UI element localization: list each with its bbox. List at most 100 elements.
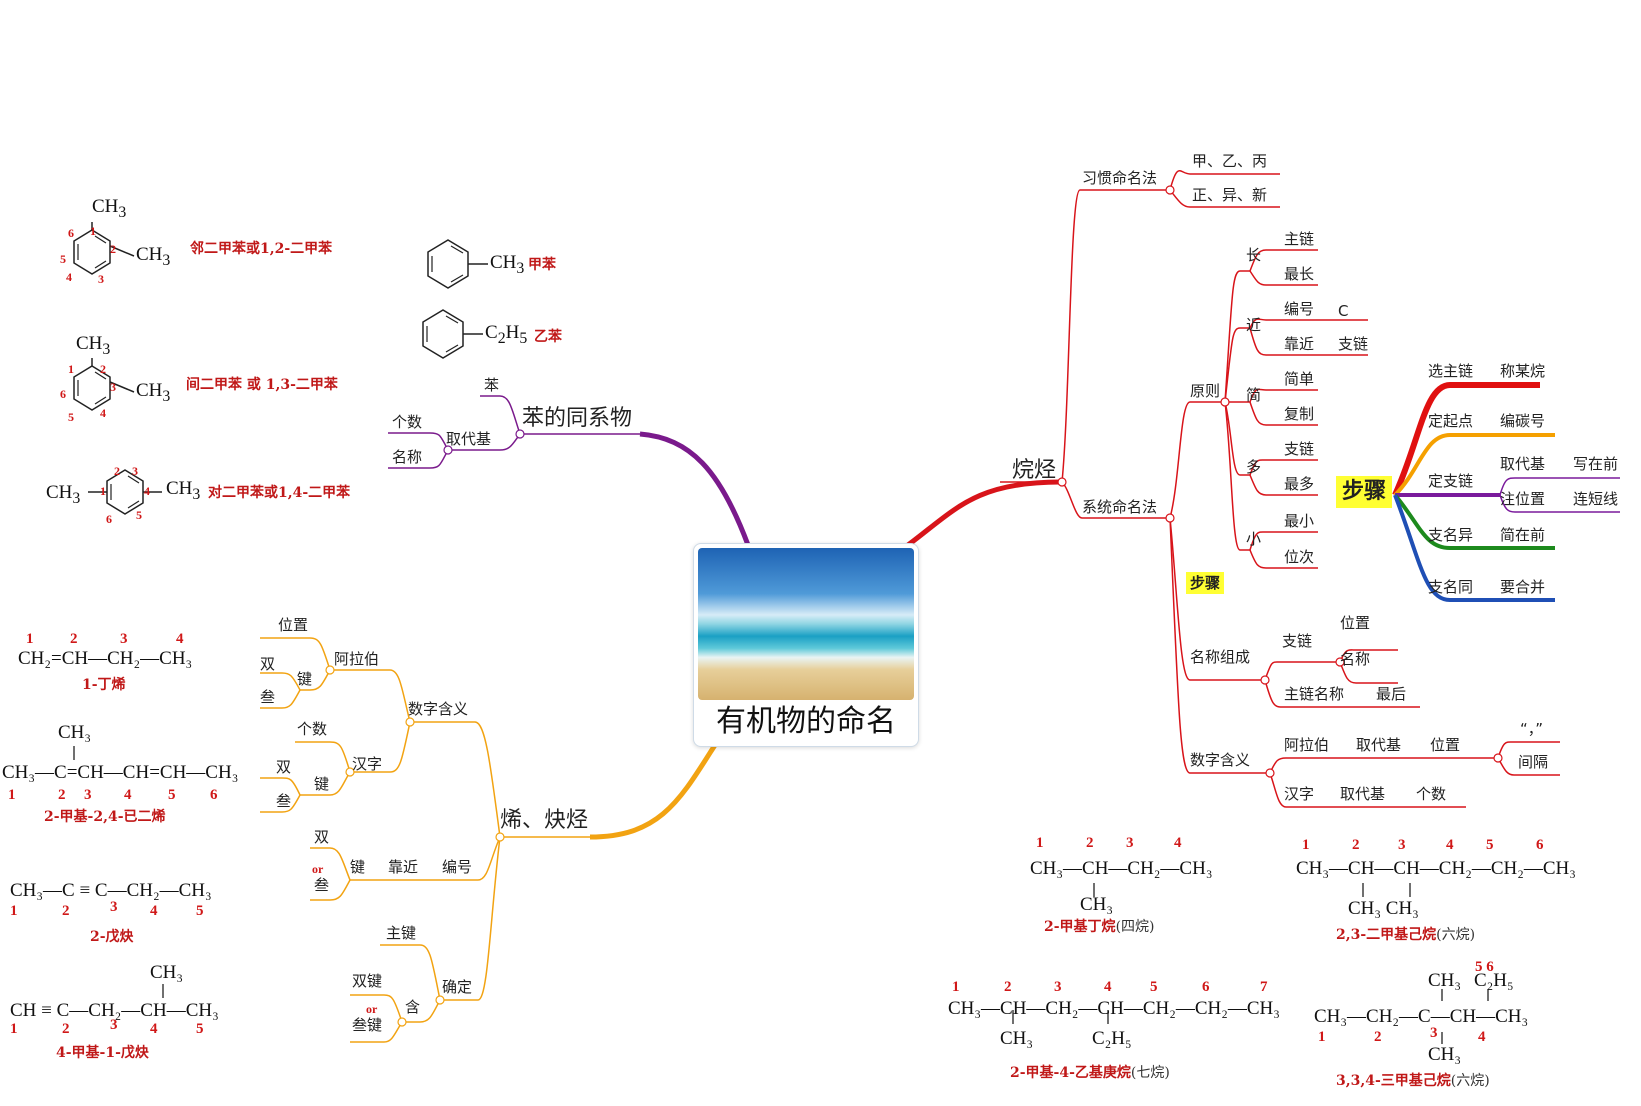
num: 4 <box>1104 979 1112 995</box>
node-chinese[interactable]: 汉字 <box>1284 785 1315 803</box>
node-num-or[interactable]: or <box>312 862 324 876</box>
node-most[interactable]: 最多 <box>1284 475 1315 493</box>
chem-ch3: CH3 <box>490 252 525 277</box>
node-alkene[interactable]: 烯、炔烃 <box>500 808 589 833</box>
step-1-a[interactable]: 选主链 <box>1428 362 1474 380</box>
caption-toluene: 甲苯 <box>528 257 556 273</box>
node-or[interactable]: or <box>366 1002 378 1016</box>
num: 1 <box>1318 1029 1326 1045</box>
node-smallest[interactable]: 最小 <box>1284 512 1315 530</box>
node-position[interactable]: 位次 <box>1284 548 1315 566</box>
step-5-b[interactable]: 要合并 <box>1500 578 1546 596</box>
node-num-label[interactable]: 编号 <box>442 858 473 876</box>
node-longest[interactable]: 最长 <box>1284 265 1315 283</box>
node-comp-name[interactable]: 名称 <box>1340 650 1371 668</box>
node-alkene-bond-1[interactable]: 键 <box>297 670 313 688</box>
node-interval[interactable]: 间隔 <box>1518 753 1549 771</box>
node-substituent[interactable]: 取代基 <box>446 430 492 448</box>
caption-butene: 1-丁烯 <box>82 677 126 693</box>
node-main-chain[interactable]: 主链 <box>1284 230 1315 248</box>
step-2-b[interactable]: 编碳号 <box>1500 412 1546 430</box>
node-triple-bond[interactable]: 叁键 <box>352 1016 383 1034</box>
node-alkene-triple-1[interactable]: 叁 <box>260 688 276 706</box>
node-benzene-homologs[interactable]: 苯的同系物 <box>522 406 633 431</box>
node-arabic[interactable]: 阿拉伯 <box>1284 736 1330 754</box>
node-group-small[interactable]: 小 <box>1246 530 1262 548</box>
num: 4 <box>176 631 184 647</box>
node-count[interactable]: 个数 <box>392 413 423 431</box>
node-contain[interactable]: 含 <box>405 998 421 1016</box>
node-alkene-triple-2[interactable]: 叁 <box>276 792 292 810</box>
caption-ethylbenzene: 乙苯 <box>534 329 562 345</box>
node-habit-item-2[interactable]: 正、异、新 <box>1192 186 1268 204</box>
node-num-triple[interactable]: 叁 <box>314 876 330 894</box>
step-3-sub-2-b[interactable]: 连短线 <box>1573 490 1619 508</box>
badge-steps-small[interactable]: 步骤 <box>1186 572 1225 594</box>
node-branch[interactable]: 支链 <box>1338 335 1369 353</box>
node-num-key[interactable]: 键 <box>350 858 366 876</box>
step-2-a[interactable]: 定起点 <box>1428 412 1474 430</box>
num: 6 <box>1202 979 1210 995</box>
num: 1 <box>1036 835 1044 851</box>
step-4-b[interactable]: 简在前 <box>1500 526 1546 544</box>
node-alkene-chinese[interactable]: 汉字 <box>352 755 383 773</box>
node-comp-main[interactable]: 主链名称 <box>1284 685 1345 703</box>
node-arabic-sub[interactable]: 取代基 <box>1356 736 1402 754</box>
node-group-near[interactable]: 近 <box>1246 316 1262 334</box>
formula-bottom-2: C₂H₅ <box>1092 1028 1132 1049</box>
node-habit-naming[interactable]: 习惯命名法 <box>1082 169 1158 187</box>
node-branch-2[interactable]: 支链 <box>1284 440 1315 458</box>
node-alkene-double-2[interactable]: 双 <box>276 758 292 776</box>
formula-pentyne: CH₃—C ≡ C—CH₂—CH₃ <box>10 880 212 901</box>
node-comp-last[interactable]: 最后 <box>1376 685 1407 703</box>
node-benzene[interactable]: 苯 <box>484 376 500 394</box>
step-1-b[interactable]: 称某烷 <box>1500 362 1546 380</box>
node-alkene-count[interactable]: 个数 <box>297 720 328 738</box>
node-double-bond[interactable]: 双键 <box>352 972 383 990</box>
node-group-simple[interactable]: 简 <box>1246 386 1262 404</box>
num: 5 <box>168 787 176 803</box>
step-3-sub-1-b[interactable]: 写在前 <box>1573 455 1619 473</box>
node-chinese-sub[interactable]: 取代基 <box>1340 785 1386 803</box>
node-near[interactable]: 靠近 <box>1284 335 1315 353</box>
node-alkene-arabic[interactable]: 阿拉伯 <box>334 650 380 668</box>
step-5-a[interactable]: 支名同 <box>1428 578 1474 596</box>
node-simple[interactable]: 简单 <box>1284 370 1315 388</box>
step-4-a[interactable]: 支名异 <box>1428 526 1474 544</box>
num: 2 <box>1004 979 1012 995</box>
node-c[interactable]: C <box>1338 302 1349 320</box>
node-complex[interactable]: 复制 <box>1284 405 1315 423</box>
step-3-a[interactable]: 定支链 <box>1428 472 1474 490</box>
step-3-sub-2-a[interactable]: 注位置 <box>1500 490 1546 508</box>
node-num-near[interactable]: 靠近 <box>388 858 419 876</box>
node-num-double[interactable]: 双 <box>314 828 330 846</box>
node-steps[interactable]: 步骤 <box>1336 476 1393 508</box>
num: 3 <box>110 1017 118 1033</box>
node-main-bond[interactable]: 主键 <box>386 924 417 942</box>
node-habit-item-1[interactable]: 甲、乙、丙 <box>1192 152 1268 170</box>
node-alkene-bond-2[interactable]: 键 <box>314 775 330 793</box>
node-alkene-number-meaning[interactable]: 数字含义 <box>408 700 469 718</box>
node-comp-position[interactable]: 位置 <box>1340 614 1371 632</box>
node-group-long[interactable]: 长 <box>1246 246 1262 264</box>
node-system-naming[interactable]: 系统命名法 <box>1082 498 1158 516</box>
node-alkane[interactable]: 烷烃 <box>1012 458 1057 483</box>
node-numbering[interactable]: 编号 <box>1284 300 1315 318</box>
node-alkene-double-1[interactable]: 双 <box>260 655 276 673</box>
node-comma[interactable]: “，” <box>1520 720 1544 738</box>
node-composition[interactable]: 名称组成 <box>1190 648 1251 666</box>
node-group-many[interactable]: 多 <box>1246 458 1262 476</box>
caption-pentyne: 2-戊炔 <box>90 929 134 945</box>
node-comp-branch[interactable]: 支链 <box>1282 632 1313 650</box>
node-arabic-pos[interactable]: 位置 <box>1430 736 1461 754</box>
step-3-sub-1-a[interactable]: 取代基 <box>1500 455 1546 473</box>
node-number-meaning[interactable]: 数字含义 <box>1190 751 1251 769</box>
node-name[interactable]: 名称 <box>392 448 423 466</box>
center-node[interactable]: 有机物的命名 <box>693 543 919 747</box>
node-alkene-position[interactable]: 位置 <box>278 616 309 634</box>
node-determine[interactable]: 确定 <box>442 978 473 996</box>
num: 2 <box>62 903 70 919</box>
caption-meta-xylene: 间二甲苯 或 1,3-二甲苯 <box>186 377 338 393</box>
node-chinese-count[interactable]: 个数 <box>1416 785 1447 803</box>
node-principle[interactable]: 原则 <box>1190 382 1221 400</box>
